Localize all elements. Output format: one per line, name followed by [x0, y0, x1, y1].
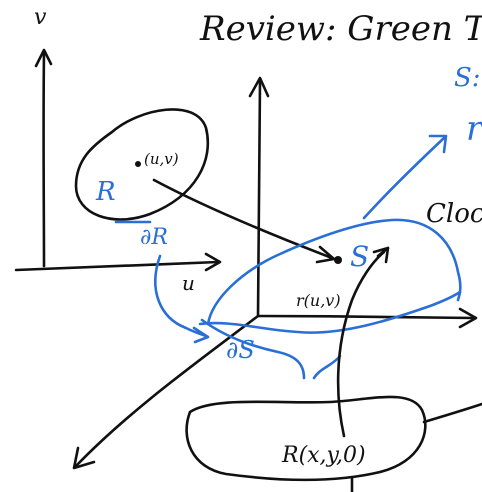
region-xy-outline: [185, 395, 427, 482]
surface-S-left-tail: [200, 318, 306, 380]
x-axis: [74, 314, 260, 468]
s-eq-label: S:: [454, 63, 481, 93]
map-arrowhead: [315, 245, 336, 264]
z-axis-arrowhead: [248, 76, 270, 98]
v-axis-label: v: [34, 5, 47, 30]
dR-to-dS-arrowhead: [192, 326, 210, 344]
title-text: Review: Green T: [199, 9, 482, 49]
s-definition-arrow: [362, 136, 446, 220]
point-uv-dot: [135, 161, 141, 167]
point-uv-label: (u,v): [144, 150, 179, 168]
r-partial-label: r: [466, 109, 482, 149]
u-axis-arrowhead: [204, 252, 222, 272]
surface-point-dot: [334, 256, 342, 264]
projection-arrow: [336, 250, 386, 438]
clockwise-label: Clock: [426, 199, 482, 229]
y-axis: [256, 314, 476, 320]
y-axis-arrowhead: [458, 307, 478, 329]
region-R-outline: [74, 108, 210, 221]
surface-S-bottom-edge: [198, 290, 462, 334]
u-axis: [14, 260, 220, 272]
z-axis: [256, 80, 262, 318]
v-axis-arrowhead: [34, 48, 53, 68]
boundary-dS-label: ∂S: [226, 336, 255, 364]
surface-S-label: S: [350, 240, 369, 273]
region-R-label: R: [95, 177, 116, 207]
region-xy-right-line: [422, 402, 482, 424]
dR-to-dS-arrow: [154, 254, 208, 338]
projection-arrowhead: [372, 246, 390, 264]
map-arrow: [152, 178, 334, 260]
region-xy-label: R(x,y,0): [281, 443, 366, 468]
map-r-label: r(u,v): [296, 291, 341, 310]
boundary-dR-label: ∂R: [140, 225, 168, 250]
surface-S-right-tail: [312, 354, 342, 380]
u-axis-label: u: [182, 271, 195, 295]
surface-S-top-edge: [206, 218, 462, 326]
s-definition-arrowhead: [428, 134, 448, 154]
x-axis-arrowhead: [72, 446, 96, 470]
